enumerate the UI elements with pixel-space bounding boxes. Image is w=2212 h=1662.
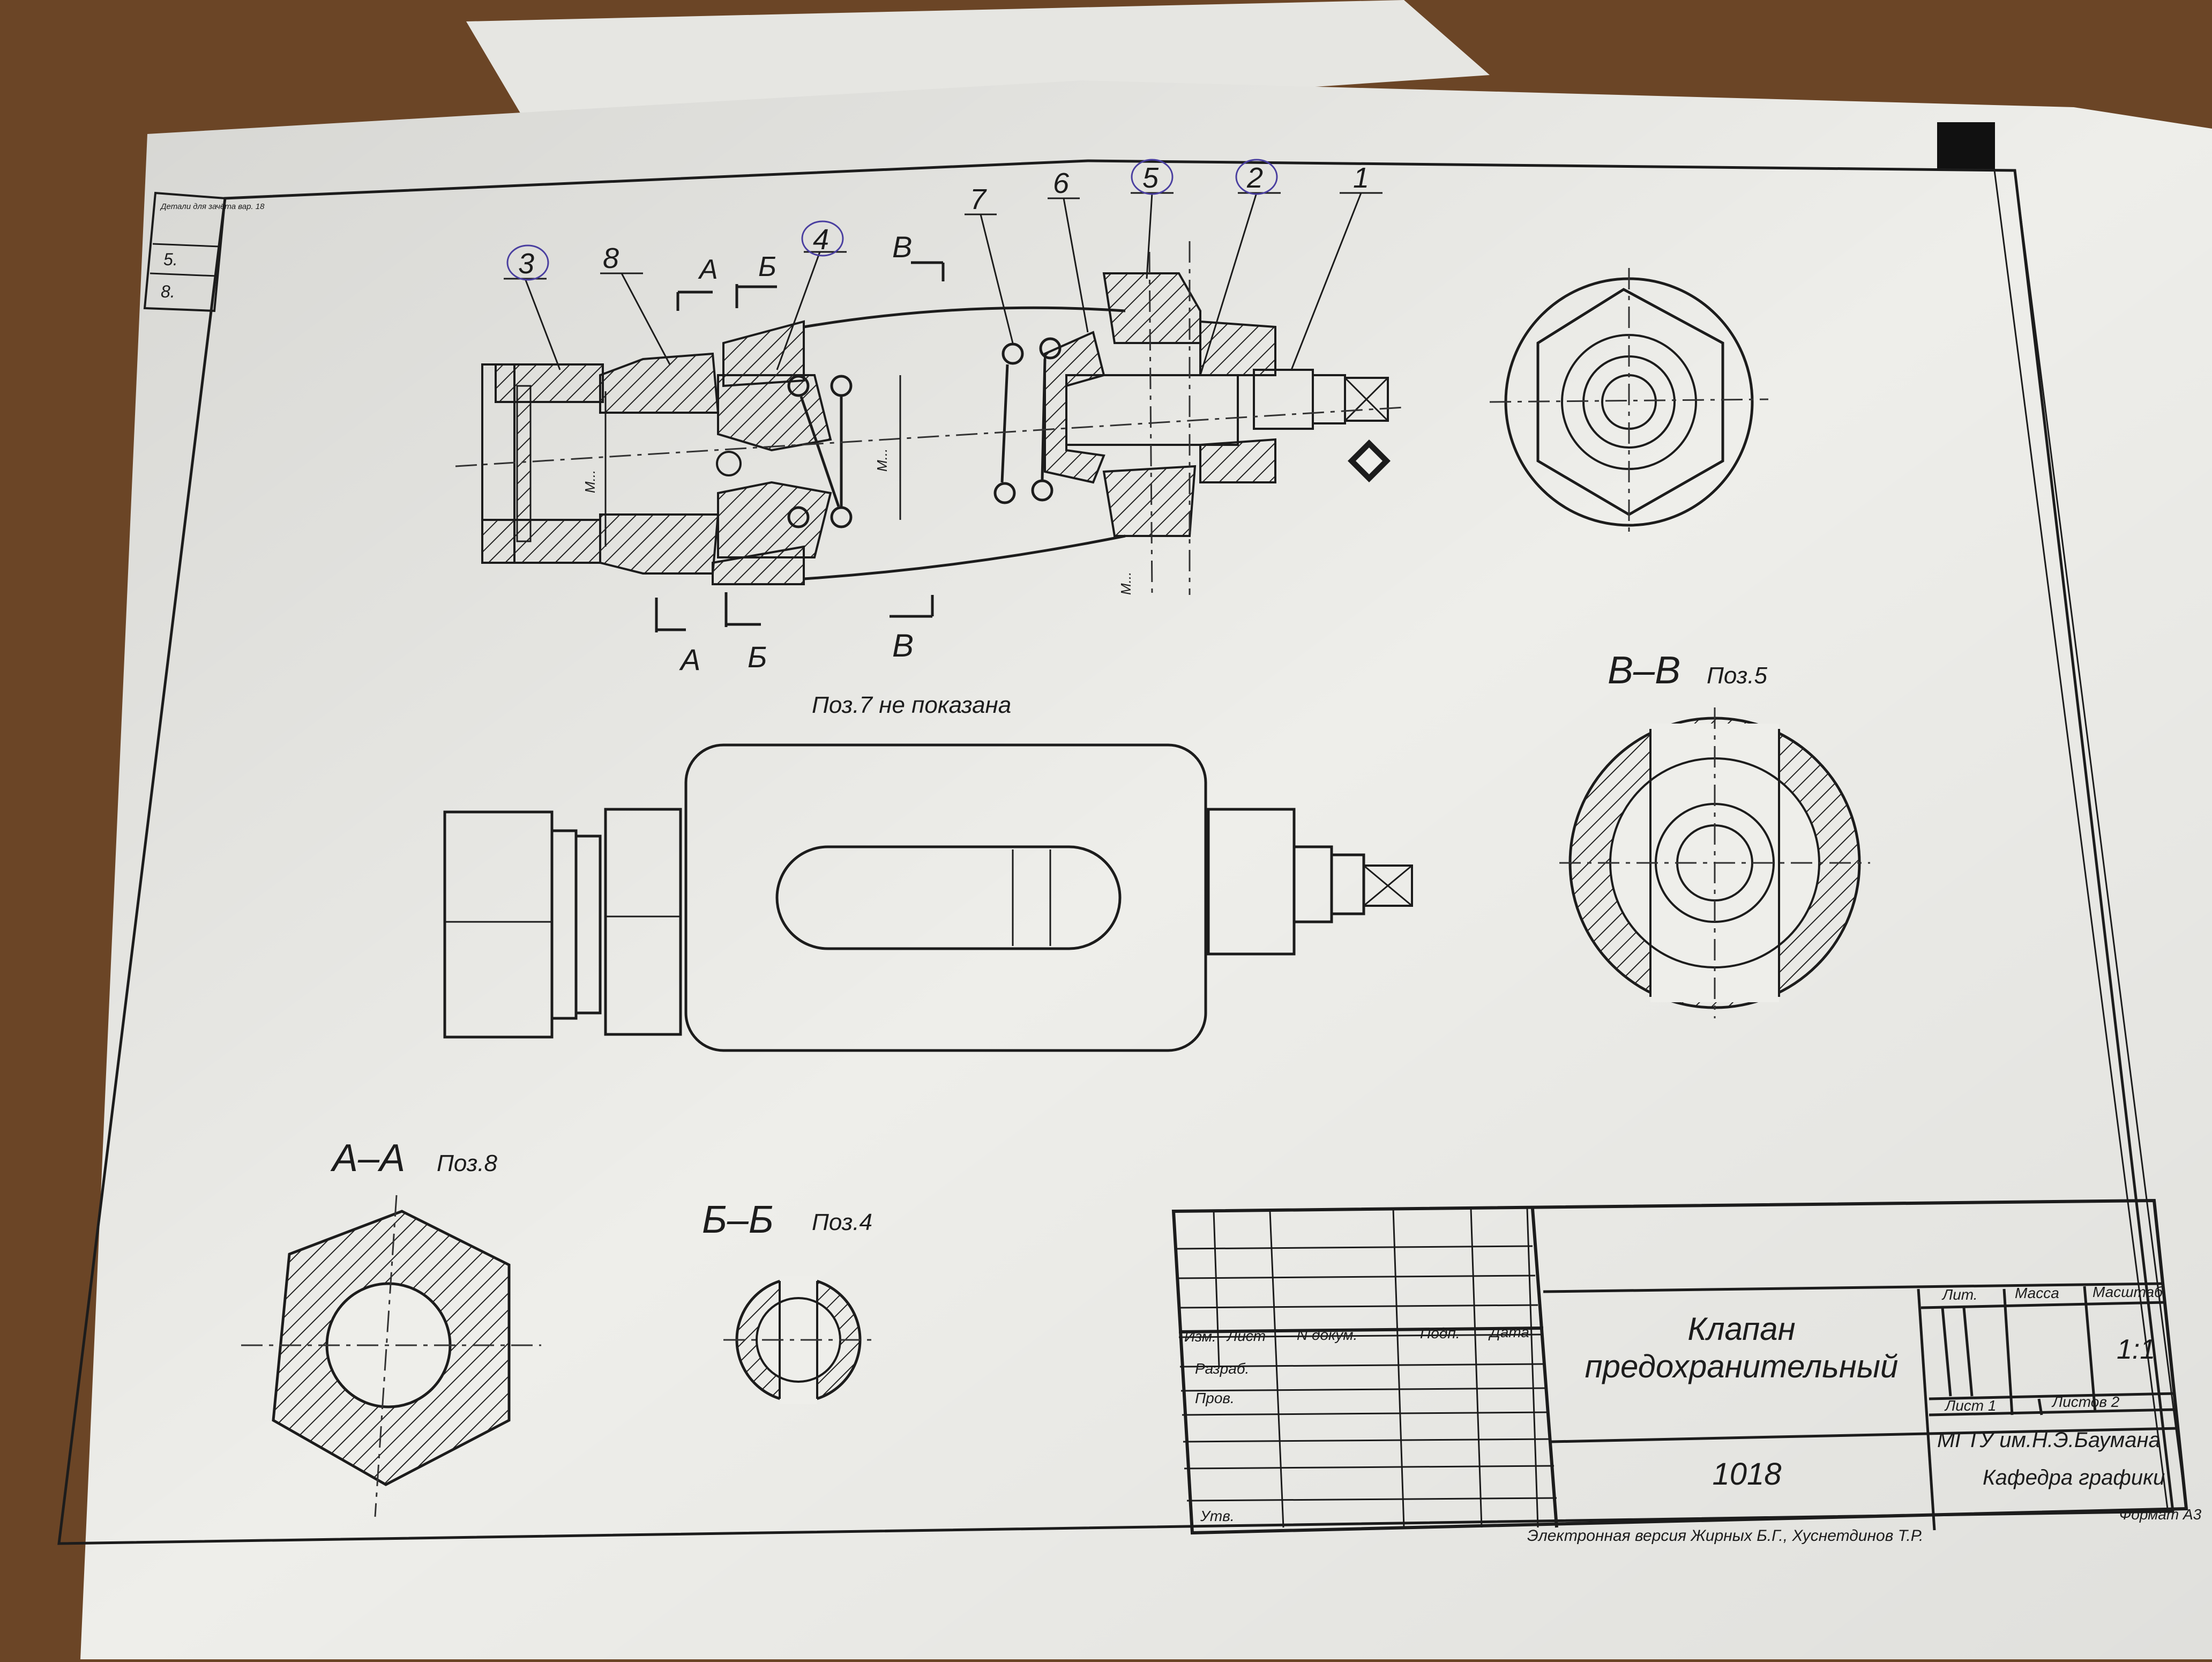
callout-3: 3 — [518, 248, 534, 280]
section-aa-title: А–А — [330, 1137, 405, 1180]
main-section-view: М... М... М... А Б В А Б В — [455, 230, 1404, 676]
corner-mark — [1937, 122, 1995, 169]
tb-sheets: Листов 2 — [2051, 1393, 2120, 1410]
part-callouts: 3 8 4 7 6 5 2 1 — [504, 159, 1382, 376]
callout-8: 8 — [603, 242, 619, 274]
section-aa-view — [241, 1195, 541, 1517]
side-table-row: 8. — [161, 282, 175, 301]
section-mark-v: В — [892, 628, 914, 664]
note-pos7: Поз.7 не показана — [812, 692, 1011, 718]
section-mark-a: А — [679, 643, 700, 676]
tb-doc-number: 1018 — [1712, 1457, 1781, 1492]
section-mark-b: Б — [758, 251, 776, 282]
tb-header-list: Лист — [1226, 1328, 1266, 1344]
tb-row-utv: Утв. — [1200, 1508, 1235, 1524]
thread-label: М... — [582, 470, 598, 493]
thread-label: М... — [1118, 572, 1134, 595]
section-mark-a: А — [698, 254, 718, 285]
callout-6: 6 — [1053, 167, 1070, 199]
section-aa-pos: Поз.8 — [437, 1150, 498, 1176]
footer-format: Формат А3 — [2119, 1506, 2202, 1523]
tb-name-line2: предохранительный — [1585, 1348, 1899, 1384]
tb-header-n-dokum: N докум. — [1297, 1326, 1357, 1343]
section-mark-v: В — [892, 230, 912, 264]
section-bb-title: Б–Б — [702, 1198, 774, 1241]
drawing-frame — [57, 159, 2174, 1545]
section-vv-title: В–В — [1608, 649, 1680, 692]
tb-header-data: Дата — [1488, 1324, 1529, 1340]
tb-row-prov: Пров. — [1195, 1390, 1235, 1406]
tb-org-line2: Кафедра графики — [1983, 1466, 2165, 1489]
side-table-row: 5. — [163, 250, 178, 269]
section-vv-view — [1559, 707, 1870, 1018]
callout-2: 2 — [1246, 162, 1263, 194]
section-bb-pos: Поз.4 — [812, 1209, 872, 1235]
tb-sheet: Лист 1 — [1944, 1397, 1996, 1414]
tb-lit: Лит. — [1941, 1286, 1978, 1303]
callout-1: 1 — [1353, 162, 1369, 194]
callout-7: 7 — [970, 183, 987, 215]
tb-scale-value: 1:1 — [2117, 1334, 2155, 1365]
tb-masshtab: Масштаб — [2093, 1284, 2163, 1300]
side-table-header: Детали для зачёта вар. 18 — [160, 202, 265, 211]
side-table: Детали для зачёта вар. 18 5. 8. — [143, 191, 265, 312]
callout-5: 5 — [1142, 162, 1159, 194]
tb-header-podp: Подп. — [1420, 1325, 1460, 1341]
tb-org-line1: МГТУ им.Н.Э.Баумана — [1937, 1428, 2161, 1452]
front-external-view — [443, 743, 1413, 1052]
tb-header-izm: Изм. — [1184, 1328, 1216, 1345]
section-bb-view — [723, 1276, 873, 1404]
tb-massa: Масса — [2015, 1285, 2059, 1301]
callout-4: 4 — [813, 223, 829, 256]
tb-name-line1: Клапан — [1687, 1311, 1795, 1347]
footer-credit: Электронная версия Жирных Б.Г., Хуснетди… — [1527, 1527, 1923, 1545]
section-vv-pos: Поз.5 — [1707, 662, 1768, 689]
end-view-hex — [1489, 268, 1769, 536]
thread-label: М... — [874, 449, 890, 472]
tb-row-razrab: Разраб. — [1195, 1360, 1249, 1377]
title-block: Изм. Лист N докум. Подп. Дата Разраб. Пр… — [1171, 1198, 2188, 1535]
section-mark-b: Б — [748, 640, 767, 674]
